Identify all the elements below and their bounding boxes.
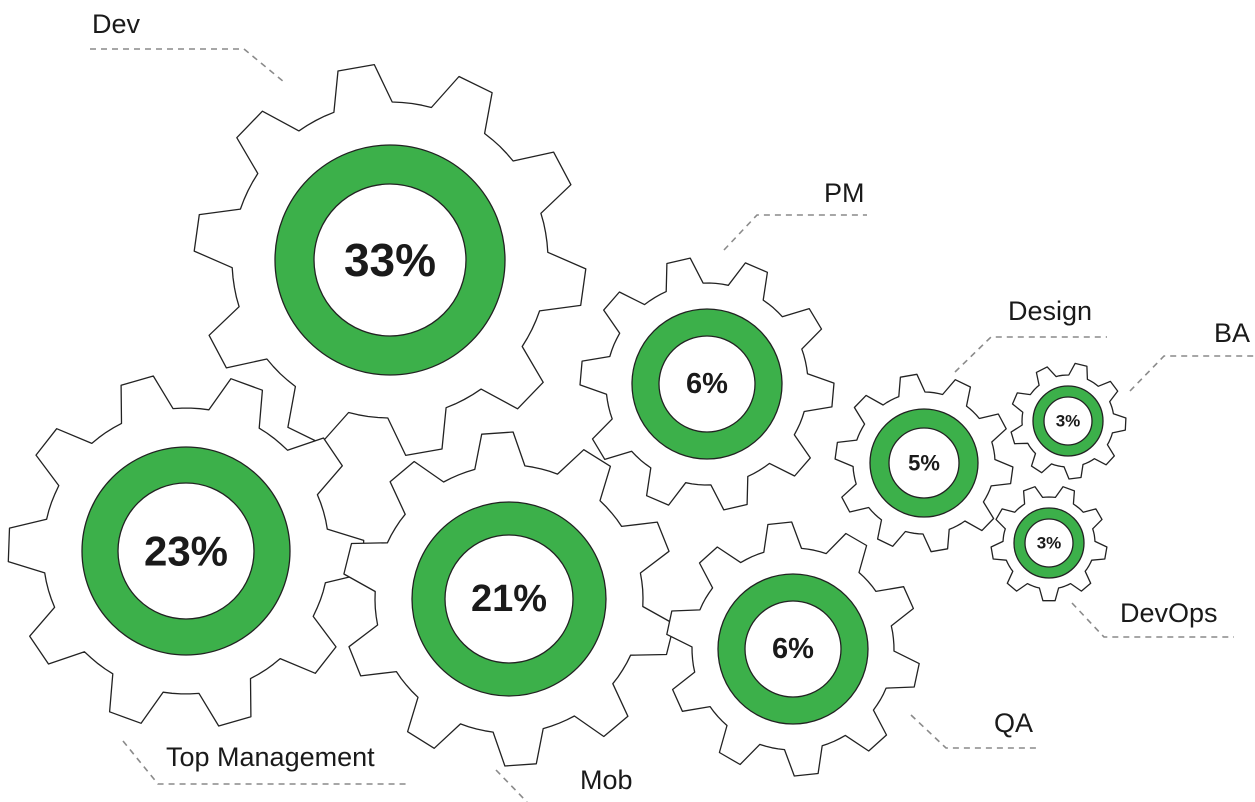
- label-devops: DevOps: [1120, 598, 1218, 628]
- percent-qa: 6%: [772, 633, 814, 665]
- leader-line-dev: [90, 48, 285, 83]
- leader-line-mob: [495, 769, 528, 802]
- percent-design: 5%: [908, 451, 940, 476]
- label-mob: Mob: [580, 765, 633, 795]
- gear-hole-pm: [658, 335, 756, 433]
- gear-mob: 21%: [343, 431, 675, 767]
- gear-pm: 6%: [579, 257, 835, 511]
- gear-hole-mob: [444, 534, 574, 664]
- gear-hole-qa: [744, 600, 842, 698]
- percent-pm: 6%: [686, 368, 728, 400]
- label-ba: BA: [1214, 318, 1250, 348]
- label-top-management: Top Management: [166, 742, 375, 772]
- leader-line-design: [954, 336, 1107, 373]
- leader-lines-layer: [90, 48, 1255, 802]
- gear-design: 5%: [834, 373, 1014, 553]
- label-design: Design: [1008, 296, 1092, 326]
- leader-line-qa: [910, 714, 1036, 749]
- gear-dev: 33%: [193, 63, 587, 457]
- gear-devops: 3%: [990, 486, 1108, 602]
- percent-dev: 33%: [344, 234, 436, 286]
- label-dev: Dev: [92, 9, 141, 39]
- leader-line-ba: [1129, 355, 1255, 392]
- gear-hole-dev: [313, 183, 467, 337]
- percent-top: 23%: [144, 528, 228, 575]
- label-qa: QA: [994, 708, 1033, 738]
- gear-ba: 3%: [1010, 362, 1127, 480]
- leader-line-devops: [1071, 602, 1234, 638]
- gear-hole-top: [117, 482, 255, 620]
- gears-layer: 33% 23% 21% 6% 6% 5% 3% 3%: [7, 63, 1127, 777]
- gear-hole-design: [888, 427, 960, 499]
- gear-hole-ba: [1043, 396, 1093, 446]
- gear-top: 23%: [7, 375, 365, 727]
- percent-mob: 21%: [471, 578, 547, 620]
- label-pm: PM: [824, 178, 865, 208]
- gear-hole-devops: [1024, 518, 1074, 568]
- leader-line-pm: [723, 214, 867, 251]
- gear-qa: 6%: [666, 521, 920, 777]
- percent-devops: 3%: [1037, 534, 1062, 553]
- percent-ba: 3%: [1056, 412, 1081, 431]
- leader-line-top: [122, 740, 410, 785]
